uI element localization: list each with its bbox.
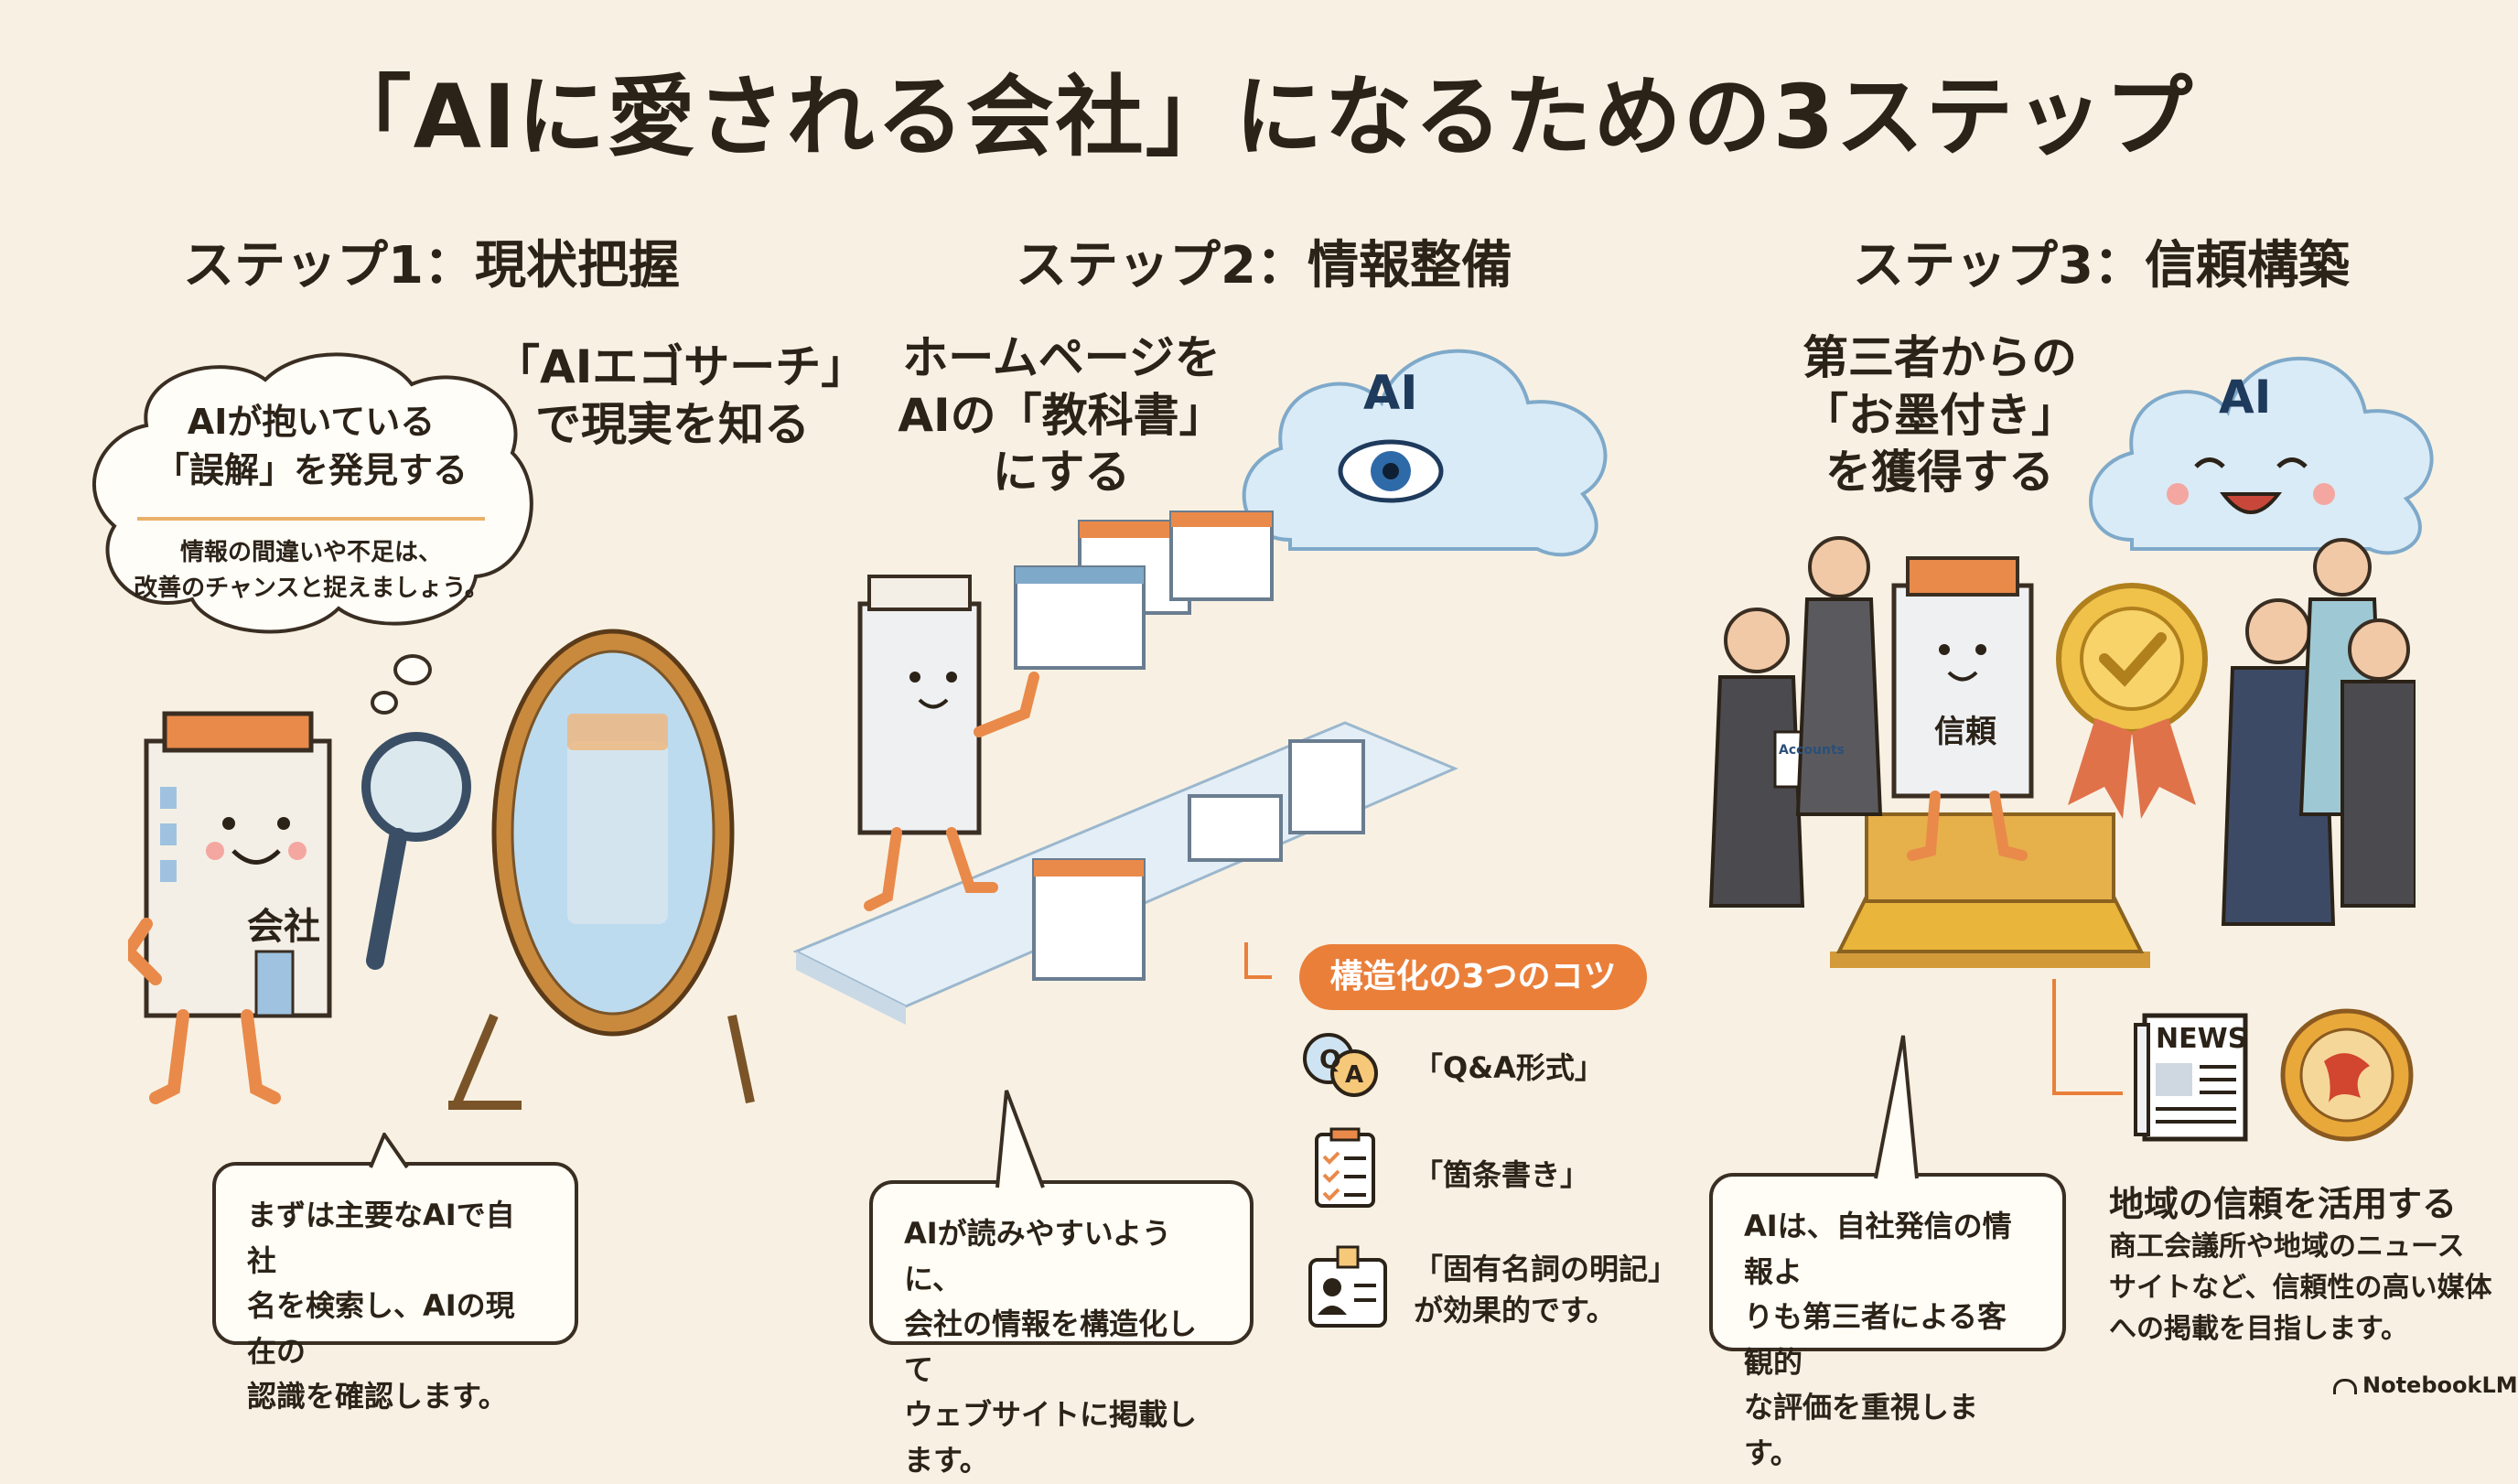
- tip-checklist-text: 「箇条書き」: [1414, 1157, 1590, 1192]
- newspaper-icon: NEWS: [2132, 1006, 2260, 1144]
- step3-speech-bubble: AIは、自社発信の情報よ りも第三者による客観的 な評価を重視します。: [1709, 1173, 2066, 1470]
- step1-tagline: 「AIエゴサーチ」 で現実を知る: [494, 340, 867, 451]
- thought-dot: [371, 691, 398, 715]
- company-building-character: 会社: [128, 704, 366, 1125]
- thought-divider: [137, 517, 485, 521]
- step1-heading: ステップ1：現状把握: [183, 236, 680, 296]
- bubble-tail: [988, 1089, 1052, 1189]
- ai-cloud-eye: AI: [1217, 311, 1638, 586]
- trust-title: 地域の信頼を活用する: [2109, 1184, 2458, 1224]
- building-label: 信頼: [1934, 714, 1996, 750]
- connector-line: [1244, 942, 1272, 988]
- trust-body: 商工会議所や地域のニュース サイトなど、信頼性の高い媒体 への掲載を目指します。: [2109, 1231, 2492, 1345]
- ai-cloud-smile: AI: [2068, 320, 2452, 586]
- bubble-tail: [366, 1133, 412, 1169]
- mirror-illustration: [430, 604, 759, 1116]
- cloud-label: AI: [1363, 366, 1418, 421]
- tip-idcard-text: 「固有名詞の明記」 が効果的です。: [1414, 1252, 1678, 1328]
- connector-line: [2050, 979, 2123, 1098]
- notebooklm-logo-icon: [2333, 1378, 2357, 1394]
- document-label: Accounts: [1779, 743, 1845, 758]
- step2-heading: ステップ2：情報整備: [1016, 236, 1512, 296]
- step3-tagline: 第三者からの 「お墨付き」 を獲得する: [1802, 331, 2077, 499]
- step1-speech-bubble: まずは主要なAIで自社 名を検索し、AIの現在の 認識を確認します。: [212, 1162, 578, 1414]
- cloud-label: AI: [2219, 371, 2272, 424]
- conveyor-illustration: [778, 494, 1473, 1061]
- qa-icon: Q A: [1299, 1029, 1382, 1102]
- step3-heading: ステップ3：信頼構築: [1853, 236, 2350, 296]
- svg-text:A: A: [1345, 1061, 1363, 1089]
- step1-thought-bubble: AIが抱いている 「誤解」を発見する 情報の間違いや不足は、 改善のチャンスと捉…: [82, 343, 540, 645]
- tips-title-pill: 構造化の3つのコツ: [1299, 944, 1647, 1010]
- magnifier-icon: [348, 723, 485, 979]
- seal-icon: [2278, 1006, 2416, 1144]
- svg-text:Q: Q: [1319, 1044, 1341, 1074]
- thought-dot: [393, 654, 432, 685]
- tip-qa-text: 「Q&A形式」: [1414, 1050, 1604, 1085]
- news-label: NEWS: [2156, 1023, 2248, 1055]
- page-title: 「AIに愛される会社」になるための3ステップ: [323, 66, 2195, 168]
- thought-title: AIが抱いている 「誤解」を発見する: [154, 402, 468, 491]
- award-ceremony-illustration: 信頼 Accounts: [1702, 512, 2416, 970]
- building-label: 会社: [247, 906, 320, 948]
- watermark: NotebookLM: [2333, 1372, 2518, 1398]
- bubble-tail: [1867, 1034, 1931, 1180]
- thought-cloud-shape: [91, 352, 533, 634]
- step2-tagline: ホームページを AIの「教科書」 にする: [898, 331, 1225, 499]
- checklist-icon: [1313, 1127, 1377, 1210]
- step2-speech-bubble: AIが読みやすいように、 会社の情報を構造化して ウェブサイトに掲載します。: [869, 1180, 1254, 1478]
- id-card-icon: [1307, 1240, 1389, 1331]
- thought-body: 情報の間違いや不足は、 改善のチャンスと捉えましょう。: [134, 539, 489, 602]
